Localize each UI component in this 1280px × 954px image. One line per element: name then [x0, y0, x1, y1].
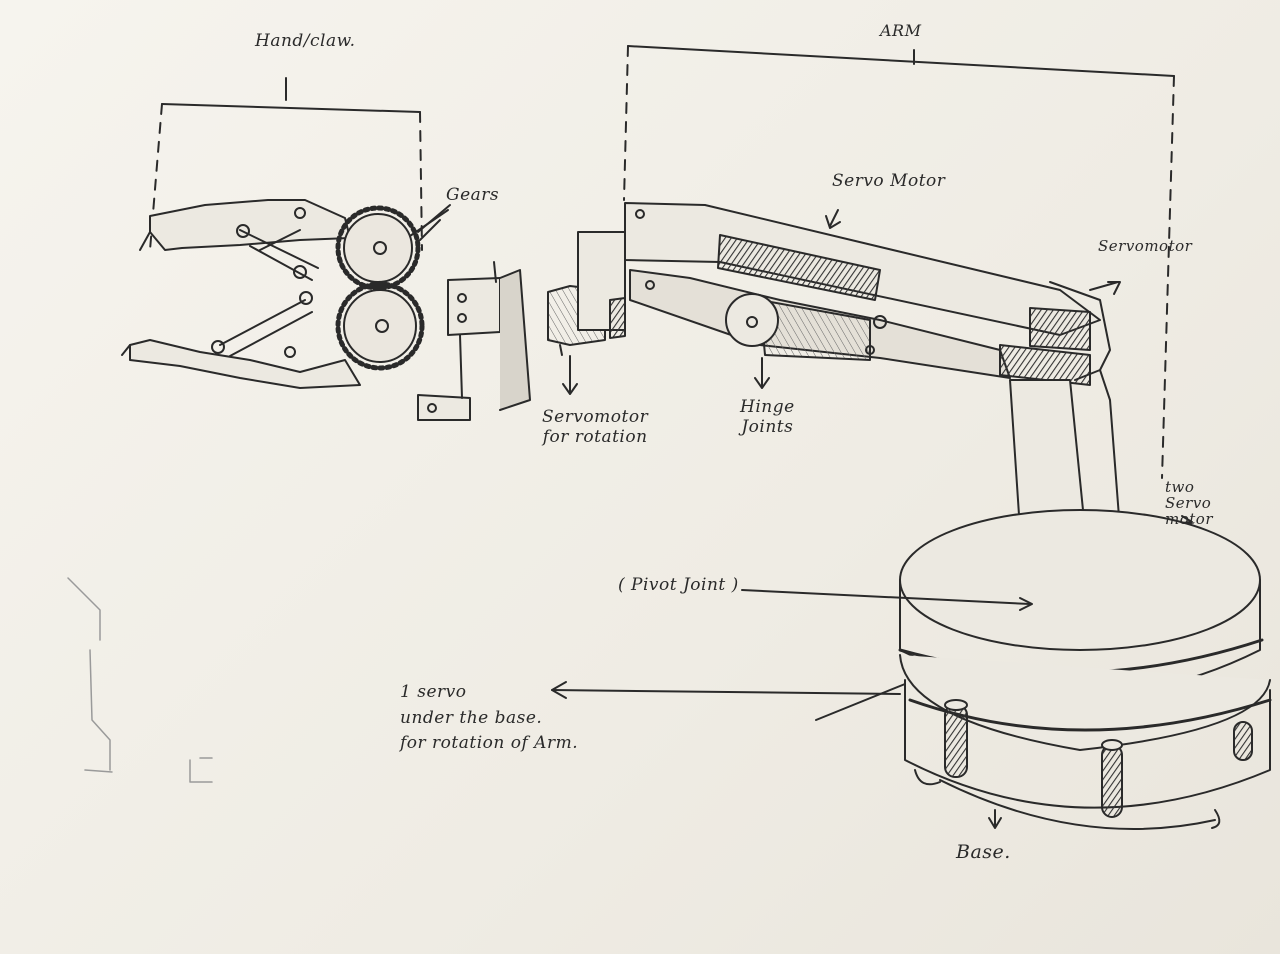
base-servo-pointer [552, 682, 905, 720]
label-one-servo-base: 1 servo under the base. for rotation of … [400, 680, 578, 757]
label-servomotor-rotation: Servomotor for rotation [542, 408, 648, 447]
base [900, 510, 1270, 829]
gears [338, 205, 450, 368]
rotation-servo [548, 232, 625, 394]
label-arm: ARM [880, 22, 921, 40]
label-servo-motor-top: Servo Motor [832, 172, 945, 192]
label-servomotor-right: Servomotor [1098, 238, 1192, 255]
label-two-servo-motor: two Servo motor [1165, 480, 1213, 527]
label-hand-claw: Hand/claw. [255, 32, 356, 52]
claw-fingers [122, 200, 360, 388]
label-hinge-joints: Hinge Joints [740, 398, 795, 437]
label-base: Base. [956, 842, 1011, 864]
margin-marks [68, 578, 212, 782]
wrist-bracket [418, 262, 530, 420]
label-gears: Gears [446, 186, 499, 206]
label-pivot-joint: ( Pivot Joint ) [618, 576, 739, 596]
